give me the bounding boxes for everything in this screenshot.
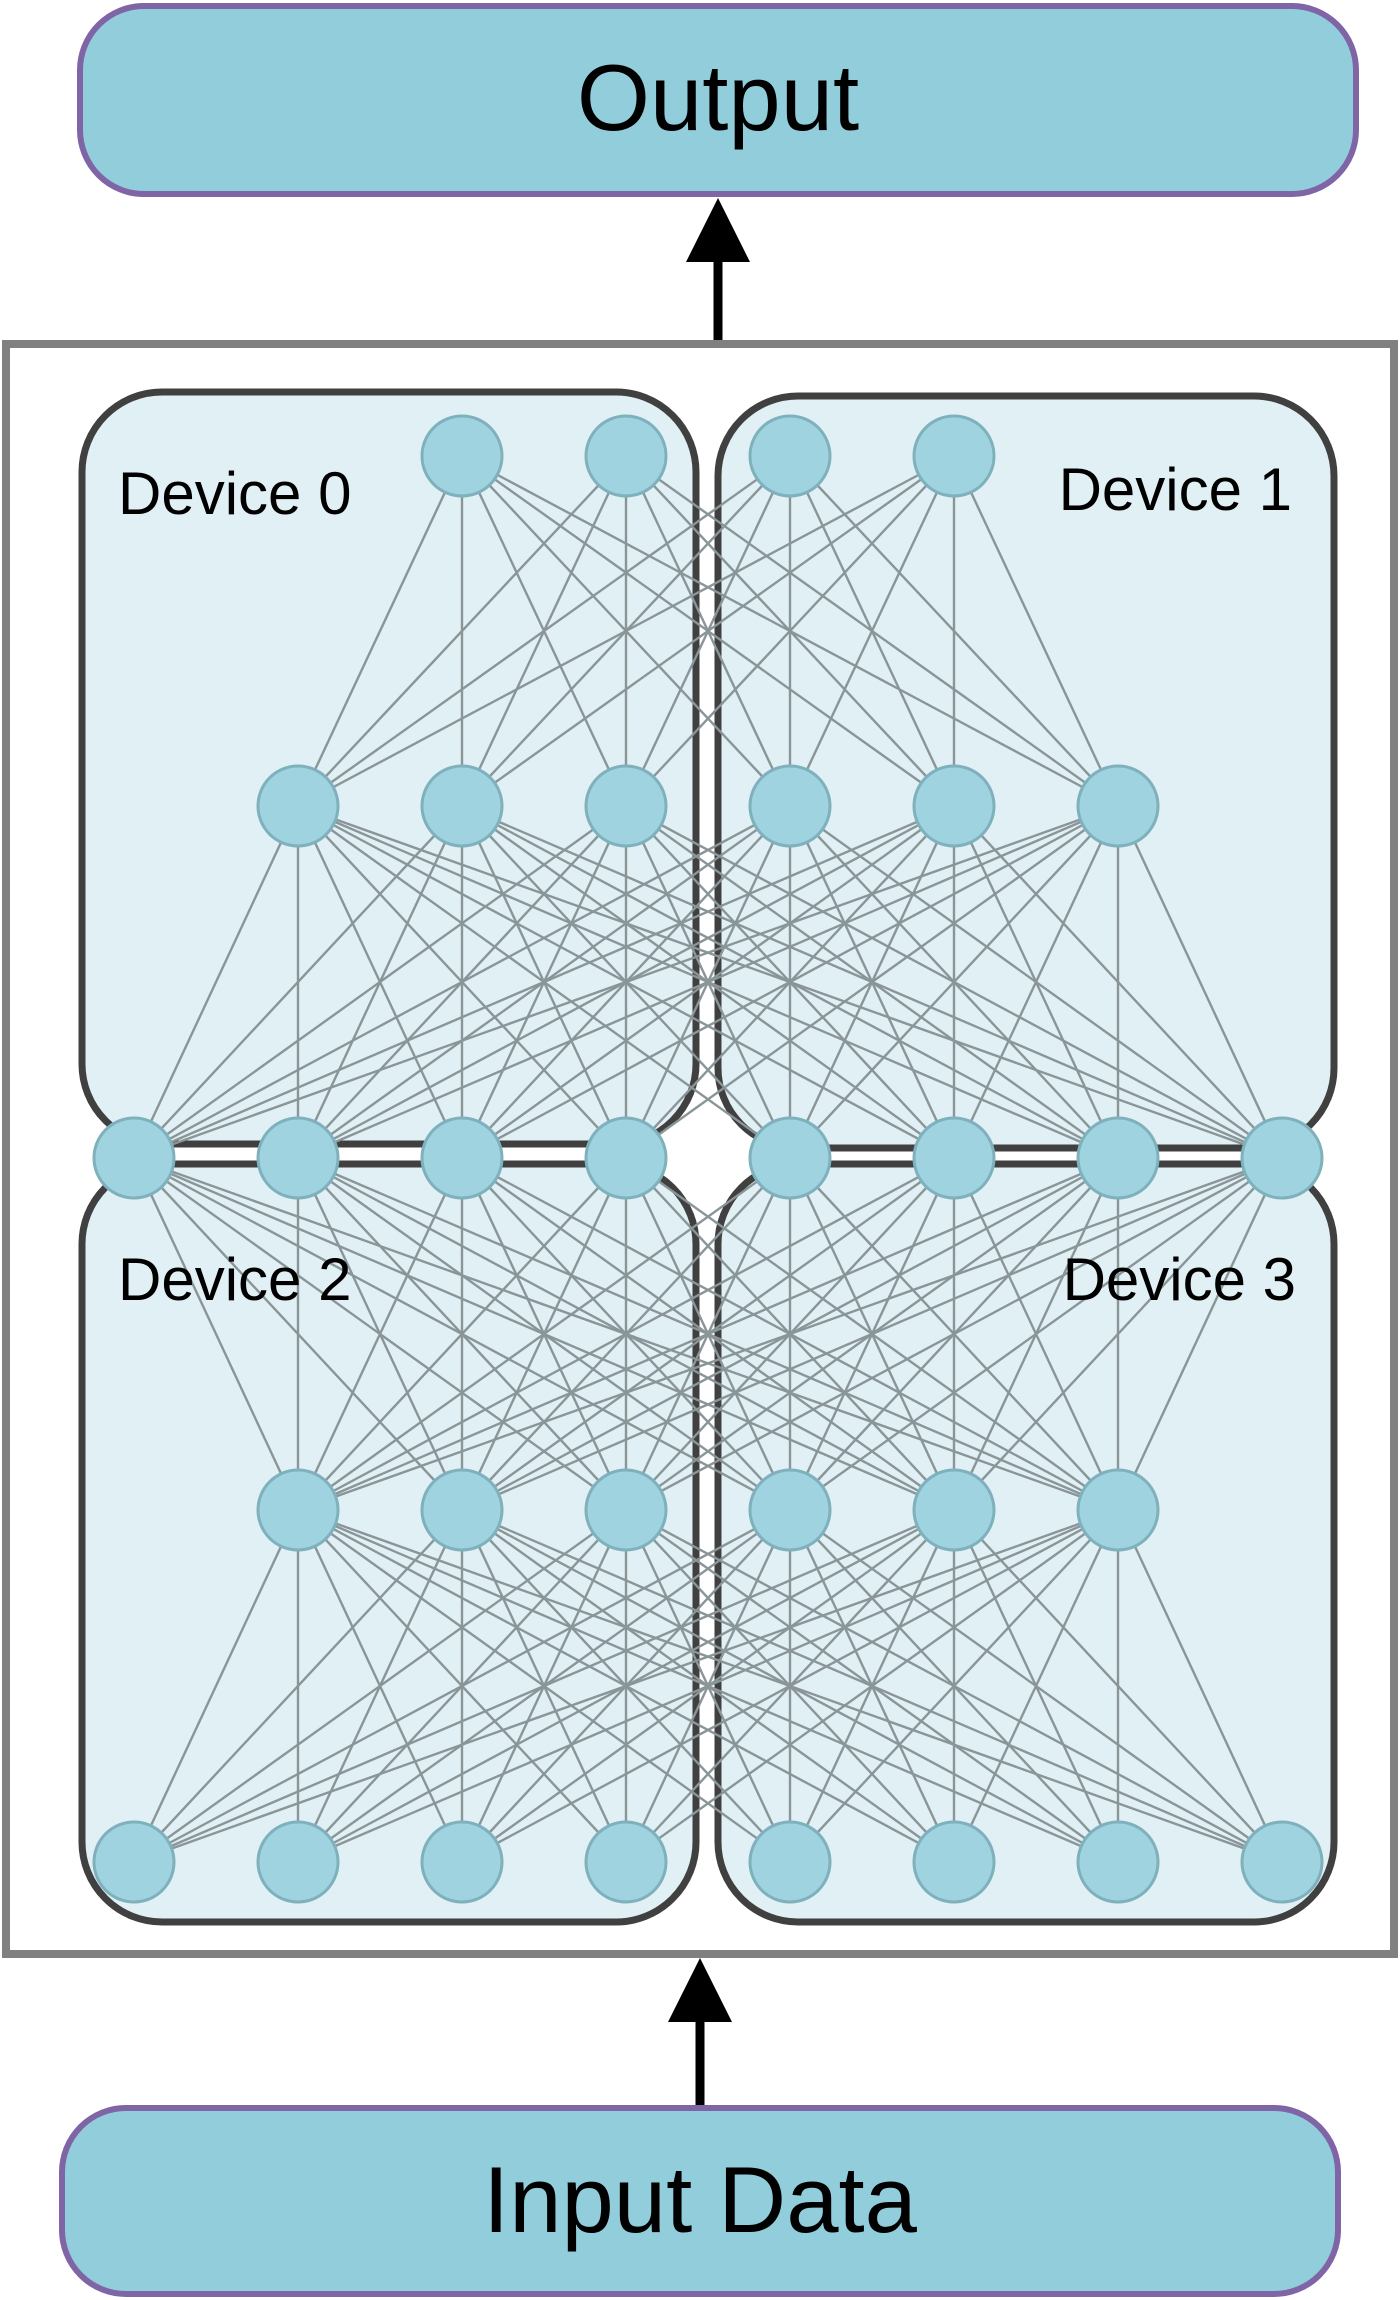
- neuron-node: [748, 764, 832, 848]
- neuron-node: [420, 1468, 504, 1552]
- connection-edge: [133, 1156, 791, 1512]
- connection-edge: [297, 1508, 1119, 1864]
- connection-edge: [297, 1509, 627, 1863]
- device-label-3: Device 3: [1063, 1246, 1296, 1313]
- neuron-node: [92, 1820, 176, 1904]
- connection-edge: [461, 1508, 1283, 1864]
- connection-edge: [789, 455, 1119, 807]
- arrow-up-icon: [686, 198, 750, 262]
- connection-edge: [625, 1157, 1119, 1511]
- neuron-node: [1076, 1820, 1160, 1904]
- device-label-2: Device 2: [118, 1246, 351, 1313]
- neuron-node: [1240, 1820, 1324, 1904]
- connection-edge: [296, 455, 464, 807]
- connection-edge: [133, 1156, 1119, 1512]
- connection-edge: [132, 805, 300, 1159]
- connection-edge: [296, 805, 464, 1159]
- connection-edge: [297, 1508, 955, 1864]
- edges: [132, 454, 1284, 1864]
- connection-edge: [297, 805, 791, 1159]
- output-label: Output: [577, 45, 859, 150]
- device-box-1: [714, 392, 1338, 1152]
- input-arrow: [668, 1958, 732, 2112]
- connection-edge: [461, 1156, 1119, 1512]
- neuron-node: [256, 764, 340, 848]
- connection-edge: [133, 1156, 955, 1512]
- connection-edge: [953, 805, 1283, 1159]
- connection-edge: [789, 1509, 1283, 1863]
- connection-edge: [297, 1156, 1119, 1512]
- input-pill: [59, 2105, 1341, 2297]
- neuron-node: [420, 764, 504, 848]
- neuron-node: [584, 1820, 668, 1904]
- output-arrow: [686, 198, 750, 348]
- neuron-node: [584, 1116, 668, 1200]
- neuron-node: [912, 1116, 996, 1200]
- connection-edge: [461, 804, 1283, 1160]
- connection-edge: [297, 804, 1119, 1160]
- neuron-node: [1240, 1116, 1324, 1200]
- neuron-node: [584, 1468, 668, 1552]
- neuron-node: [1076, 1468, 1160, 1552]
- connection-edge: [297, 805, 627, 1159]
- neuron-node: [92, 1116, 176, 1200]
- neuron-node: [584, 414, 668, 498]
- neuron-node: [256, 1468, 340, 1552]
- neuron-node: [748, 1820, 832, 1904]
- connection-edge: [461, 455, 955, 807]
- neuron-node: [584, 764, 668, 848]
- neuron-node: [912, 1820, 996, 1904]
- connection-edge: [133, 1157, 463, 1511]
- connection-edge: [132, 1157, 300, 1511]
- connection-edge: [297, 804, 955, 1160]
- connection-edge: [297, 1509, 791, 1863]
- neuron-node: [256, 1820, 340, 1904]
- device-label-0: Device 0: [118, 460, 351, 527]
- connection-edge: [132, 1509, 300, 1863]
- neuron-node: [420, 414, 504, 498]
- output-pill: [77, 3, 1359, 197]
- output-box: Output: [77, 3, 1359, 197]
- connection-edge: [789, 1157, 1119, 1511]
- connection-edge: [297, 1508, 1283, 1864]
- connection-edge: [1116, 1509, 1284, 1863]
- neuron-node: [748, 414, 832, 498]
- neurons: [92, 414, 1324, 1904]
- neuron-node: [1076, 764, 1160, 848]
- connection-edge: [296, 1509, 464, 1863]
- connection-edge: [625, 455, 1119, 807]
- connection-edge: [625, 804, 1283, 1160]
- connection-edge: [461, 454, 1119, 808]
- input-label: Input Data: [483, 2147, 917, 2252]
- input-box: Input Data: [59, 2105, 1341, 2297]
- arrow-up-icon: [668, 1958, 732, 2022]
- neuron-node: [256, 1116, 340, 1200]
- connection-edge: [1116, 805, 1284, 1159]
- neuron-node: [912, 414, 996, 498]
- device-box-0: [78, 388, 700, 1148]
- neuron-node: [912, 764, 996, 848]
- neuron-node: [912, 1468, 996, 1552]
- connection-edge: [952, 1157, 1120, 1511]
- connection-edge: [1116, 1157, 1284, 1511]
- connection-edge: [953, 1509, 1283, 1863]
- connection-edge: [625, 1508, 1283, 1864]
- neuron-node: [748, 1116, 832, 1200]
- connection-edge: [297, 804, 1283, 1160]
- neuron-node: [420, 1116, 504, 1200]
- connection-edge: [133, 1157, 627, 1511]
- device-label-1: Device 1: [1059, 456, 1292, 523]
- connection-edge: [460, 455, 628, 807]
- neuron-node: [1076, 1116, 1160, 1200]
- neuron-node: [420, 1820, 504, 1904]
- connection-edge: [789, 805, 1283, 1159]
- connection-edge: [461, 455, 791, 807]
- neuron-node: [748, 1468, 832, 1552]
- connection-edge: [952, 455, 1120, 807]
